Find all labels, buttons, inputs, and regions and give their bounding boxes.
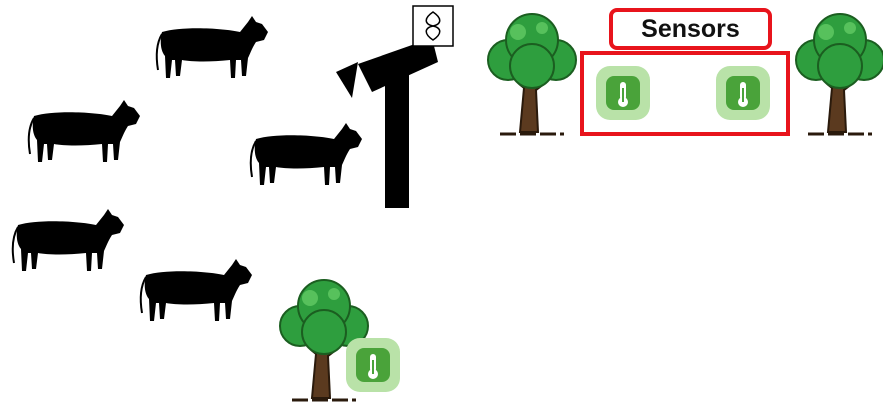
cow-icon <box>251 123 362 185</box>
cow-icon <box>13 209 124 271</box>
cow-icon <box>29 100 140 162</box>
fan-icon <box>413 6 453 46</box>
cow-icon <box>141 259 252 321</box>
cow-icon <box>157 16 268 78</box>
thermometer-sensor-icon <box>346 338 400 392</box>
tree-icon <box>796 14 883 134</box>
tree-icon <box>488 14 576 134</box>
sensors-label: Sensors <box>609 8 772 50</box>
camera-pole-icon <box>336 38 438 208</box>
sensor-group-highlight <box>580 51 790 136</box>
